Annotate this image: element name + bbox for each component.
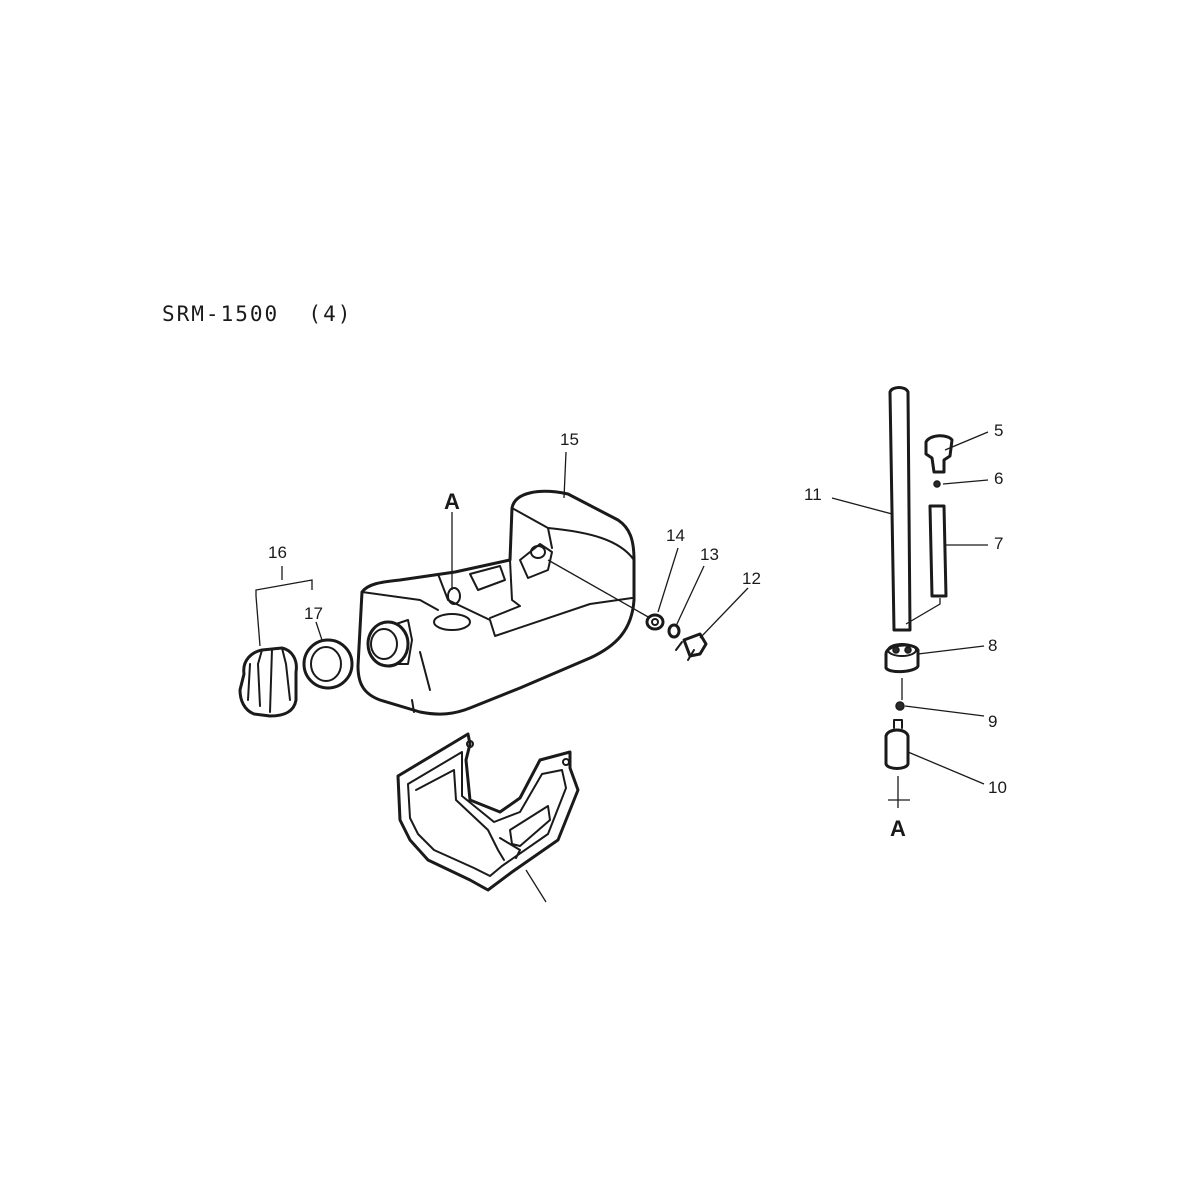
o-ring [933,480,941,488]
vent-tube [928,504,948,598]
bolt-alignment-line [547,559,651,619]
reference-a-bottom: A [890,816,906,841]
bolt [675,632,708,661]
fuel-cap [238,646,298,718]
callout-13: 13 [700,545,719,564]
lock-washer [667,623,681,639]
callout-5: 5 [994,421,1003,440]
washer-hole [651,618,659,626]
callout-16: 16 [268,543,287,562]
leader-lines [255,431,989,808]
washer [645,613,665,631]
filter-o-ring [895,701,905,711]
callout-8: 8 [988,636,997,655]
callout-10: 10 [988,778,1007,797]
tank-guard-frame [396,732,580,892]
fuel-hose [888,386,912,632]
fuel-tank [356,489,636,716]
callout-6: 6 [994,469,1003,488]
diagram-title: SRM-1500 (4) [162,302,353,326]
callout-15: 15 [560,430,579,449]
tank-grommet [884,643,920,674]
callout-14: 14 [666,526,685,545]
reference-a-top: A [444,489,460,514]
callout-12: 12 [742,569,761,588]
cap-gasket [302,638,354,690]
callout-7: 7 [994,534,1003,553]
callout-17: 17 [304,604,323,623]
callout-9: 9 [988,712,997,731]
vent-cap [924,434,954,474]
callout-11: 11 [804,485,822,504]
fuel-filter [884,719,910,770]
frame-leader-line [525,869,547,903]
